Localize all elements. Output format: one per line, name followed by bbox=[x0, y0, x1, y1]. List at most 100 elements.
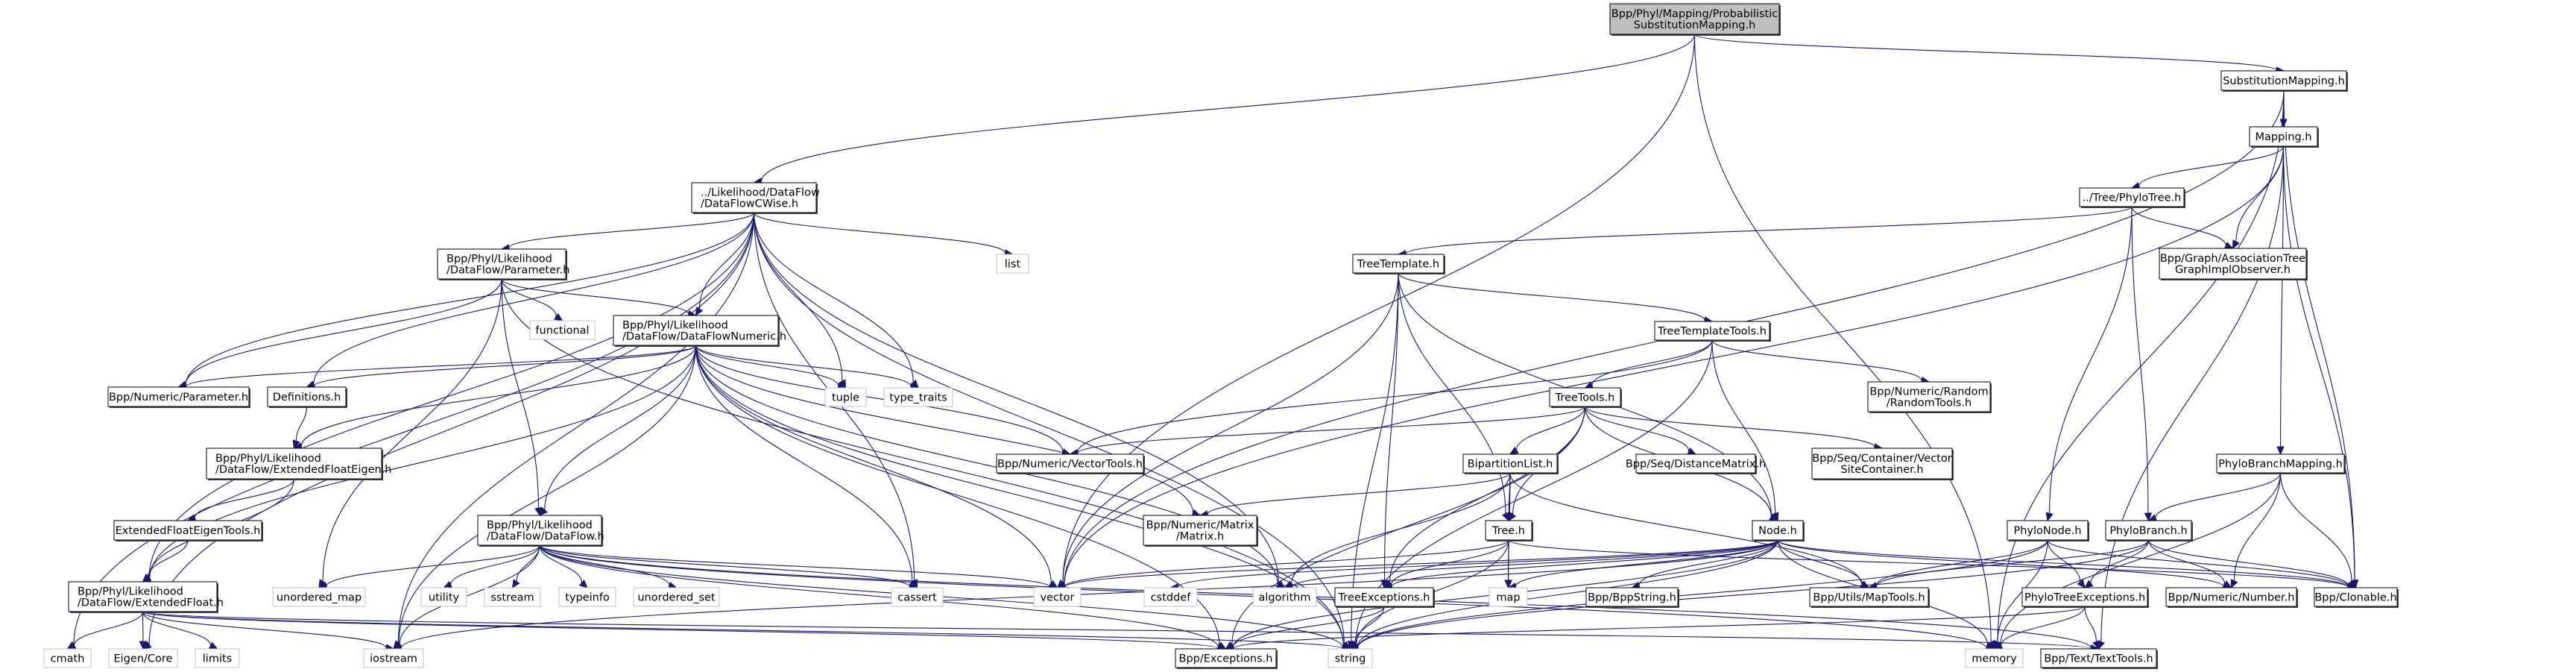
node-label: Mapping.h bbox=[2255, 131, 2311, 143]
node-box bbox=[824, 387, 867, 407]
node-tuple: tuple bbox=[824, 387, 867, 407]
node-submap[interactable]: SubstitutionMapping.h bbox=[2220, 70, 2348, 92]
node-box[interactable] bbox=[1485, 520, 1532, 541]
node-assoc[interactable]: Bpp/Graph/AssociationTreeGraphImplObserv… bbox=[2159, 248, 2308, 280]
node-box[interactable] bbox=[1654, 321, 1770, 341]
node-box[interactable] bbox=[2159, 248, 2307, 280]
node-box[interactable] bbox=[2314, 587, 2398, 607]
node-phylobm[interactable]: PhyloBranchMapping.h bbox=[2216, 453, 2346, 474]
node-box[interactable] bbox=[206, 448, 382, 480]
node-dfcwise[interactable]: ../Likelihood/DataFlow/DataFlowCWise.h bbox=[691, 182, 820, 214]
edge-dfnum-to-cassert bbox=[695, 345, 913, 582]
node-box[interactable] bbox=[691, 182, 817, 213]
node-node[interactable]: Node.h bbox=[1752, 520, 1805, 541]
node-dataflow[interactable]: Bpp/Phyl/Likelihood/DataFlow/DataFlow.h bbox=[477, 515, 604, 547]
node-box[interactable] bbox=[1334, 587, 1434, 607]
node-box[interactable] bbox=[107, 386, 250, 407]
node-phylonode[interactable]: PhyloNode.h bbox=[2007, 520, 2089, 541]
edge-defs-to-efe bbox=[295, 406, 308, 442]
node-functional: functional bbox=[529, 320, 596, 340]
node-efe[interactable]: Bpp/Phyl/Likelihood/DataFlow/ExtendedFlo… bbox=[206, 448, 391, 480]
node-exceptions[interactable]: Bpp/Exceptions.h bbox=[1175, 648, 1278, 669]
node-treetools[interactable]: TreeTools.h bbox=[1549, 387, 1622, 408]
node-label: Bpp/Phyl/Likelihood bbox=[446, 254, 552, 266]
node-dfnum[interactable]: Bpp/Phyl/Likelihood/DataFlow/DataFlowNum… bbox=[613, 315, 786, 347]
node-maptools[interactable]: Bpp/Utils/MapTools.h bbox=[1809, 587, 1930, 608]
edge-dataflow-to-iostream bbox=[399, 544, 540, 645]
node-box[interactable] bbox=[68, 581, 218, 612]
node-box bbox=[1143, 587, 1198, 607]
node-box[interactable] bbox=[437, 248, 566, 280]
node-box[interactable] bbox=[2007, 520, 2089, 541]
node-psm[interactable]: Bpp/Phyl/Mapping/ProbabilisticSubstituti… bbox=[1609, 3, 1781, 36]
node-box[interactable] bbox=[2165, 587, 2297, 607]
node-ef[interactable]: Bpp/Phyl/Likelihood/DataFlow/ExtendedFlo… bbox=[68, 581, 224, 613]
node-label: TreeTemplateTools.h bbox=[1657, 326, 1767, 338]
node-box[interactable] bbox=[2079, 187, 2185, 207]
node-box[interactable] bbox=[1609, 3, 1780, 35]
node-matrix[interactable]: Bpp/Numeric/Matrix/Matrix.h bbox=[1143, 515, 1258, 547]
edge-bipart-to-maptools bbox=[1509, 472, 1863, 585]
node-clonable[interactable]: Bpp/Clonable.h bbox=[2314, 587, 2399, 608]
node-box[interactable] bbox=[1143, 515, 1257, 546]
node-efet[interactable]: ExtendedFloatEigenTools.h bbox=[113, 520, 263, 541]
node-texttools[interactable]: Bpp/Text/TextTools.h bbox=[2040, 648, 2158, 669]
node-number[interactable]: Bpp/Numeric/Number.h bbox=[2165, 587, 2298, 608]
node-mapping[interactable]: Mapping.h bbox=[2249, 126, 2319, 148]
edge-ef-to-iostream bbox=[142, 611, 387, 648]
node-box[interactable] bbox=[113, 520, 262, 541]
node-treetemplate[interactable]: TreeTemplate.h bbox=[1352, 254, 1445, 274]
node-box[interactable] bbox=[1811, 448, 1953, 480]
node-param_num[interactable]: Bpp/Numeric/Parameter.h bbox=[107, 386, 250, 408]
node-label: typeinfo bbox=[565, 592, 610, 604]
node-box[interactable] bbox=[477, 515, 602, 546]
node-box bbox=[1328, 648, 1373, 668]
node-box[interactable] bbox=[1585, 587, 1679, 607]
node-box[interactable] bbox=[1549, 387, 1621, 407]
node-param_df[interactable]: Bpp/Phyl/Likelihood/DataFlow/Parameter.h bbox=[437, 248, 569, 280]
edge-dataflow-to-vector bbox=[539, 544, 1051, 588]
node-box[interactable] bbox=[1809, 587, 1929, 607]
node-box[interactable] bbox=[613, 315, 779, 346]
node-bppstring[interactable]: Bpp/BppString.h bbox=[1585, 587, 1679, 608]
node-ttt[interactable]: TreeTemplateTools.h bbox=[1654, 321, 1771, 342]
node-box[interactable] bbox=[2249, 126, 2318, 147]
node-tree[interactable]: Tree.h bbox=[1485, 520, 1533, 541]
node-box[interactable] bbox=[1752, 520, 1804, 541]
edge-treetools-to-vsc bbox=[1584, 406, 1875, 448]
node-phylobranch[interactable]: PhyloBranch.h bbox=[2105, 520, 2193, 541]
edge-dataflow-to-cassert bbox=[539, 544, 911, 588]
node-label: Bpp/Seq/DistanceMatrix.h bbox=[1626, 459, 1766, 471]
node-box[interactable] bbox=[1867, 381, 1991, 412]
node-vectortools[interactable]: Bpp/Numeric/VectorTools.h bbox=[996, 453, 1145, 474]
node-bipart[interactable]: BipartitionList.h bbox=[1462, 453, 1559, 474]
node-defs[interactable]: Definitions.h bbox=[267, 386, 347, 408]
node-treeexc[interactable]: TreeExceptions.h bbox=[1334, 587, 1435, 608]
node-box[interactable] bbox=[1175, 648, 1277, 668]
edge-dfcwise-to-tuple bbox=[753, 212, 843, 382]
node-box[interactable] bbox=[1352, 254, 1445, 274]
edge-dfcwise-to-list bbox=[753, 212, 1006, 254]
node-box bbox=[272, 587, 366, 607]
node-box[interactable] bbox=[2021, 587, 2148, 607]
node-box[interactable] bbox=[267, 386, 347, 407]
edge-ef-to-texttools bbox=[142, 611, 2092, 650]
node-label: PhyloBranch.h bbox=[2109, 525, 2187, 537]
node-box[interactable] bbox=[2220, 70, 2347, 91]
node-random[interactable]: Bpp/Numeric/Random/RandomTools.h bbox=[1867, 381, 1992, 413]
node-box[interactable] bbox=[1635, 453, 1756, 474]
node-box[interactable] bbox=[2216, 453, 2345, 474]
node-box[interactable] bbox=[2105, 520, 2192, 541]
edge-dfnum-to-string bbox=[695, 345, 1344, 646]
node-box[interactable] bbox=[996, 453, 1144, 474]
node-pte[interactable]: PhyloTreeExceptions.h bbox=[2021, 587, 2149, 608]
node-label: Eigen/Core bbox=[114, 653, 173, 665]
node-label: TreeExceptions.h bbox=[1338, 592, 1430, 604]
node-box[interactable] bbox=[2040, 648, 2157, 668]
node-label: Bpp/Numeric/Number.h bbox=[2168, 592, 2295, 604]
node-phylotree[interactable]: ../Tree/PhyloTree.h bbox=[2079, 187, 2185, 208]
node-box[interactable] bbox=[1462, 453, 1558, 474]
node-distmat[interactable]: Bpp/Seq/DistanceMatrix.h bbox=[1626, 453, 1766, 474]
edge-mapping-to-texttools bbox=[2100, 145, 2285, 642]
